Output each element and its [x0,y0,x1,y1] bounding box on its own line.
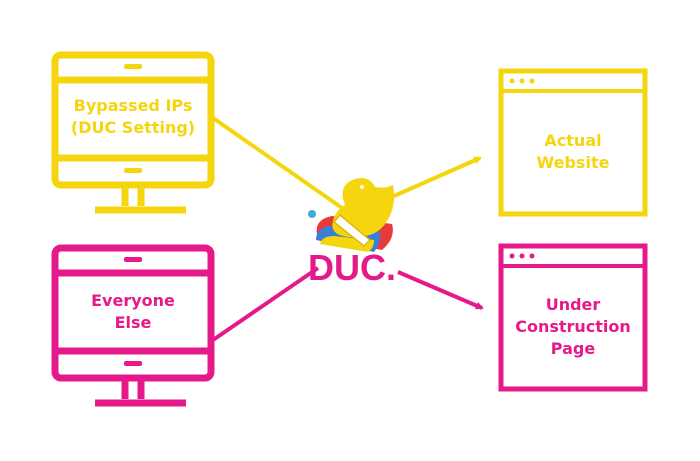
label-line: Under [545,295,601,314]
destination-label-actual-website: Actual Website [501,130,645,174]
browser-window-actual-website [498,68,648,217]
monitor-icon-bypassed [51,51,215,214]
source-label-everyone-else: Everyone Else [55,290,211,334]
label-line: Actual [544,131,602,150]
label-line: Bypassed IPs [73,96,193,115]
duc-logo-text: DUC. [308,247,396,288]
label-line: Everyone [91,291,175,310]
browser-window-under-construction [498,243,648,392]
connector-bypassed-to-duc [211,116,347,212]
duc-logo-duck-icon [308,178,395,252]
label-line: Page [550,339,596,358]
label-line: Website [536,153,610,172]
arrow-duc-to-actual-website [384,156,482,202]
destination-label-under-construction: Under Construction Page [501,294,645,360]
label-line: Construction [515,317,631,336]
connector-everyone-to-duc [211,266,320,342]
label-line: (DUC Setting) [70,118,196,137]
arrow-duc-to-under-construction [397,270,484,310]
monitor-icon-everyone [51,244,215,407]
source-label-bypassed-ips: Bypassed IPs (DUC Setting) [55,95,211,139]
label-line: Else [114,313,152,332]
